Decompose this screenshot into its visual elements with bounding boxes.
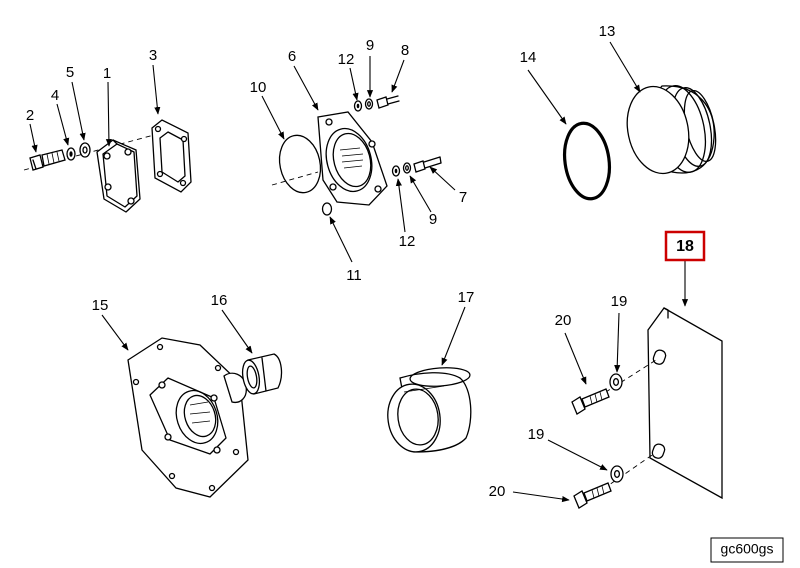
right-hardware	[391, 156, 442, 177]
part-10-o-ring	[278, 134, 322, 194]
part-2-bolt	[29, 149, 66, 171]
part-1-cover	[96, 139, 141, 213]
drawing-code-box: gc600gs	[710, 537, 784, 563]
bearing-cover-assembly	[271, 95, 442, 216]
callout-18-highlight-box	[664, 230, 706, 262]
callout-19-lower: 19	[528, 426, 545, 443]
callout-1: 1	[103, 65, 111, 82]
callout-labels: 1 2 3 4 5 6 7 8 9 9 10 11 12 12 13 14 15…	[26, 23, 706, 500]
callout-20-upper: 20	[555, 312, 572, 329]
callout-10: 10	[250, 79, 267, 96]
bracket-assembly	[571, 307, 723, 509]
callout-5: 5	[66, 64, 74, 81]
part-20-bolt-lower	[573, 482, 612, 509]
part-17-sleeve	[387, 367, 472, 453]
callout-13: 13	[599, 23, 616, 40]
callout-16: 16	[211, 292, 228, 309]
part-3-gasket	[151, 119, 192, 193]
leader-lines	[29, 41, 689, 503]
callout-18: 18	[676, 238, 694, 255]
callout-12-bottom: 12	[399, 233, 416, 250]
part-20-bolt-upper	[571, 388, 610, 415]
part-11-small-o-ring	[321, 202, 333, 216]
part-13-seal	[626, 85, 717, 175]
callout-2: 2	[26, 107, 34, 124]
callout-14: 14	[520, 49, 537, 66]
callout-15: 15	[92, 297, 109, 314]
seal-assembly	[562, 85, 717, 201]
part-19-washer-lower	[610, 465, 624, 483]
part-19-washer-upper	[609, 373, 623, 391]
callout-9-right: 9	[429, 211, 437, 228]
part-15-adapter-plate	[127, 337, 249, 498]
part-16-bushing	[241, 353, 283, 395]
callout-8: 8	[401, 42, 409, 59]
callout-6: 6	[288, 48, 296, 65]
part-14-o-ring	[562, 121, 612, 201]
callout-7: 7	[459, 189, 467, 206]
part-4-lock-washer	[66, 147, 76, 161]
cover-plate-assembly	[23, 119, 192, 213]
callout-11: 11	[346, 267, 362, 284]
callout-12-top: 12	[338, 51, 355, 68]
callout-20-lower: 20	[489, 483, 506, 500]
callout-3: 3	[149, 47, 157, 64]
part-5-washer	[79, 142, 91, 158]
part-6-housing	[317, 111, 388, 206]
callout-9-top: 9	[366, 37, 374, 54]
top-hardware	[353, 95, 400, 112]
callout-19-upper: 19	[611, 293, 628, 310]
callout-4: 4	[51, 87, 59, 104]
adapter-plate-assembly	[127, 337, 283, 498]
callout-17: 17	[458, 289, 475, 306]
drawing-code: gc600gs	[721, 541, 774, 557]
